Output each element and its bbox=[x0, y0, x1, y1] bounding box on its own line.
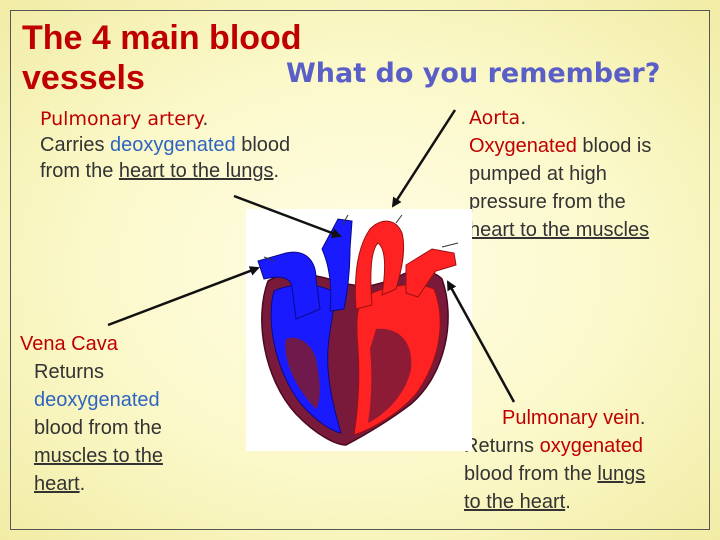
vena-cava-arrow bbox=[108, 268, 258, 325]
pulmonary-vein-arrow bbox=[448, 282, 514, 402]
pulmonary-artery-arrow bbox=[234, 196, 340, 236]
aorta-arrow bbox=[393, 110, 455, 206]
